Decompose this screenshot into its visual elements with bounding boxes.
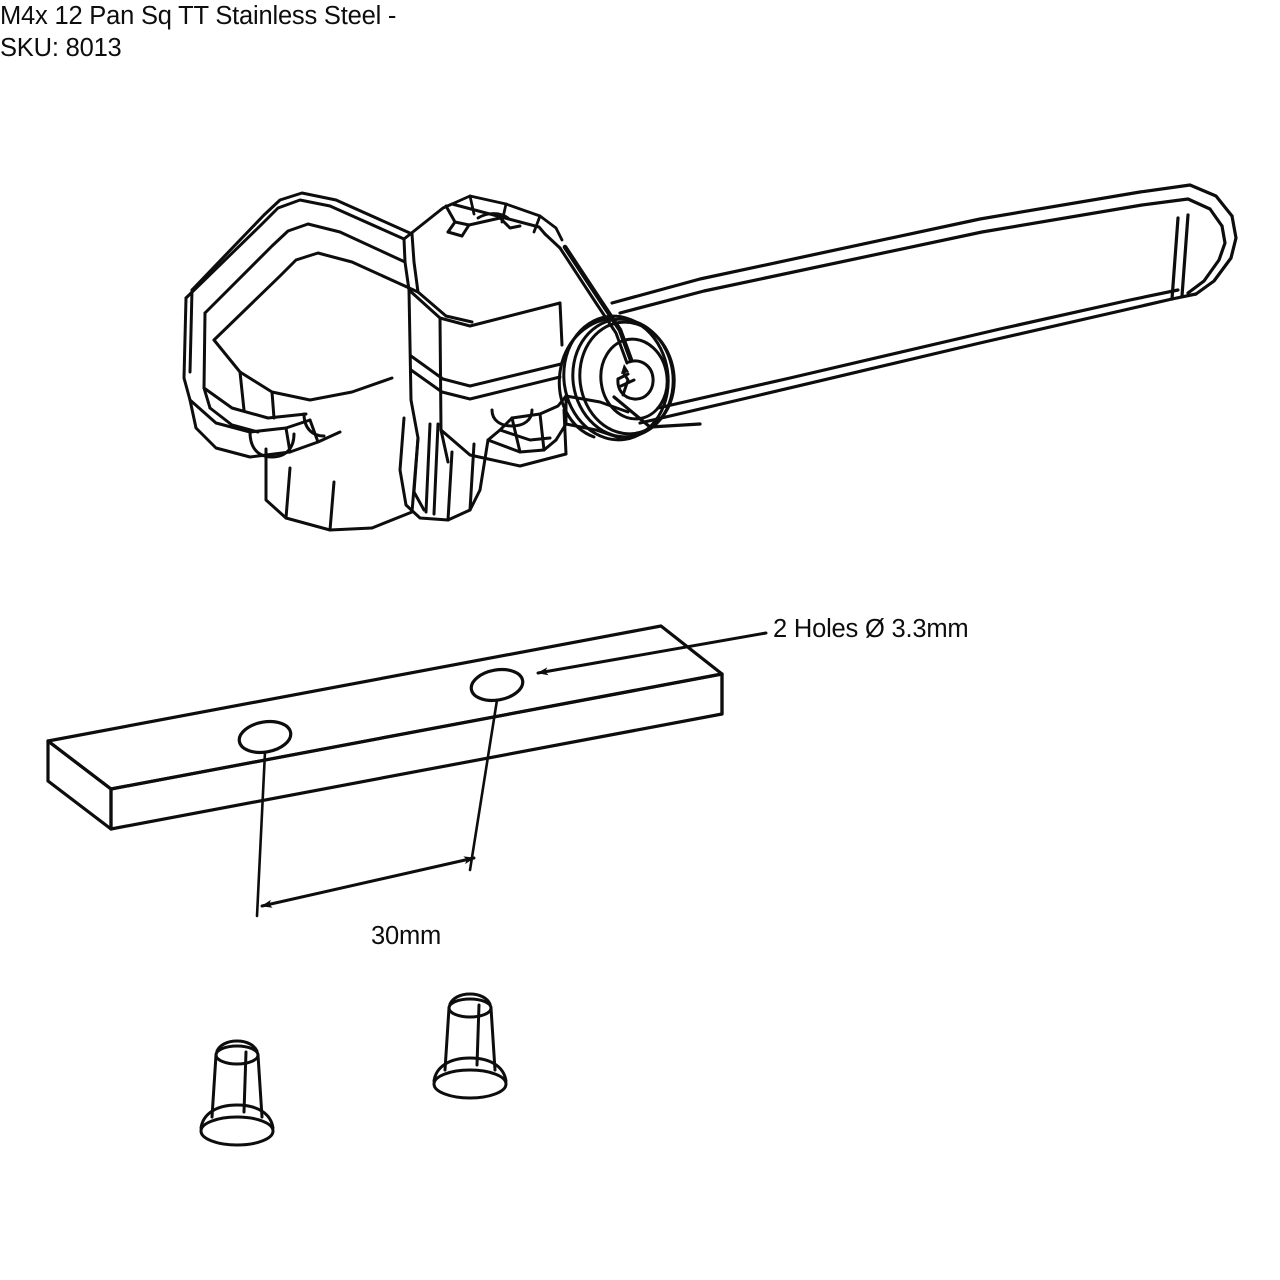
lever-arm	[558, 183, 1238, 429]
yoke-fork	[182, 191, 420, 459]
dimension-arrow-30mm	[260, 856, 476, 908]
bar-hole-right	[469, 667, 525, 703]
bar-left-end-face	[46, 739, 113, 831]
bar-hole-left	[237, 719, 293, 755]
fastener-spec-block: M4x 12 Pan Sq TT Stainless Steel - SKU: …	[0, 0, 1280, 64]
spacing-dimension-text: 30mm	[371, 922, 442, 950]
screw-right	[432, 992, 508, 1100]
extension-line-right	[468, 698, 499, 872]
pivot-hub	[557, 314, 676, 442]
handle-body	[402, 202, 568, 468]
fastener-spec-line-2: SKU: 8013	[0, 34, 122, 62]
bar-top-face	[46, 624, 724, 791]
extension-line-left	[255, 750, 267, 918]
fastener-spec-line-1: M4x 12 Pan Sq TT Stainless Steel -	[0, 2, 397, 30]
base-foot	[264, 394, 630, 532]
holes-callout-text: 2 Holes Ø 3.3mm	[773, 615, 969, 643]
handle-lever-assembly	[182, 183, 1238, 532]
holes-callout-leader	[536, 631, 768, 676]
bar-front-face	[109, 672, 724, 831]
deck-detail	[450, 194, 564, 242]
screw-left	[199, 1039, 275, 1147]
spacing-dimension	[255, 698, 499, 918]
mounting-bar	[46, 624, 724, 831]
